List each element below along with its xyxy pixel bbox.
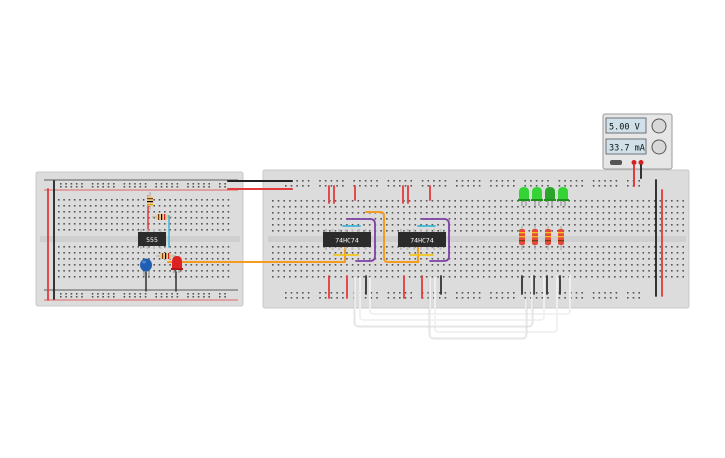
- chip-74hc74-2[interactable]: 74HC74: [398, 229, 446, 250]
- resistor-icon[interactable]: [152, 214, 172, 220]
- chip-74hc74-2-label: 74HC74: [410, 237, 434, 245]
- positive-terminal-icon[interactable]: [631, 160, 637, 165]
- led-resistors[interactable]: [519, 226, 564, 250]
- chip-555[interactable]: 555: [138, 229, 166, 249]
- resistor-icon[interactable]: [156, 253, 176, 259]
- green-led-icon[interactable]: [557, 187, 569, 206]
- chip-74hc74-1-label: 74HC74: [335, 237, 359, 245]
- resistor-icon[interactable]: [558, 226, 564, 250]
- resistor-icon[interactable]: [532, 226, 538, 250]
- wires[interactable]: [47, 164, 663, 340]
- green-leds[interactable]: [518, 187, 569, 206]
- resistors[interactable]: [147, 192, 176, 259]
- chip-74hc74-1[interactable]: 74HC74: [323, 229, 371, 250]
- power-supply[interactable]: 5.00 V 33.7 mA: [602, 113, 673, 170]
- resistor-icon[interactable]: [519, 226, 525, 250]
- red-led-icon[interactable]: [171, 256, 183, 273]
- resistor-icon[interactable]: [545, 226, 551, 250]
- current-display: [605, 138, 647, 155]
- resistor-icon[interactable]: [147, 192, 153, 210]
- green-led-icon[interactable]: [518, 187, 530, 206]
- negative-terminal-icon[interactable]: [638, 160, 644, 165]
- power-switch-icon[interactable]: [610, 160, 622, 165]
- voltage-readout: 5.00 V: [609, 123, 640, 133]
- green-led-icon[interactable]: [531, 187, 543, 206]
- current-knob-icon[interactable]: [651, 139, 667, 155]
- voltage-display: [605, 117, 647, 134]
- green-led-icon[interactable]: [544, 187, 556, 206]
- capacitor-icon[interactable]: [140, 258, 152, 277]
- chip-555-label: 555: [146, 236, 158, 244]
- breadboard-large[interactable]: [262, 169, 690, 309]
- current-readout: 33.7 mA: [609, 144, 645, 154]
- voltage-knob-icon[interactable]: [651, 118, 667, 134]
